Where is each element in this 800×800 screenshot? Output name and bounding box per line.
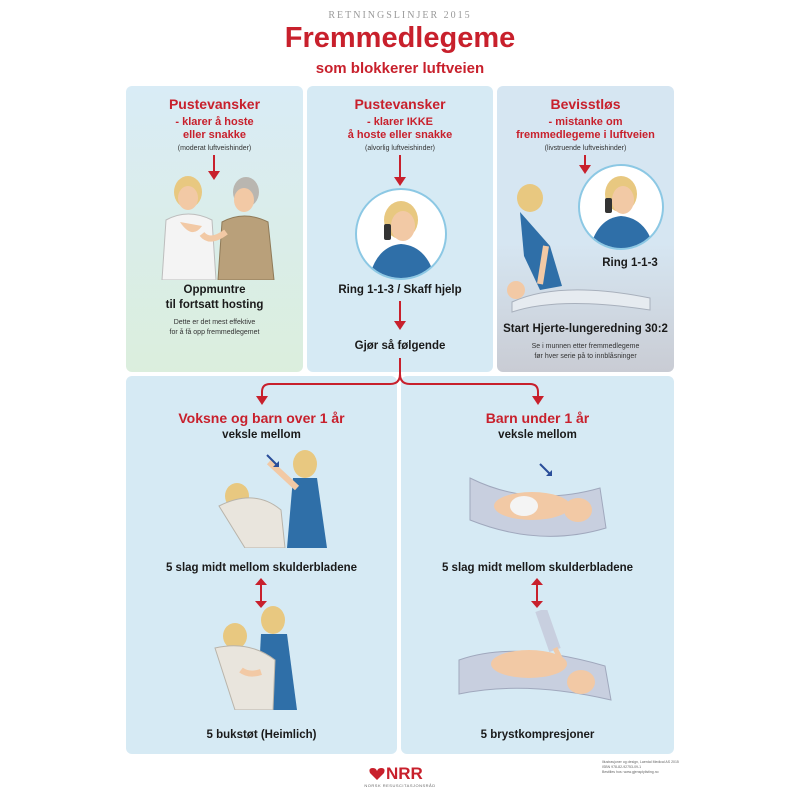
unconscious-sub-1: - mistanke om: [548, 116, 623, 128]
mild-detail-1: Dette er det mest effektive: [173, 319, 256, 326]
arrow-icon: [539, 463, 552, 476]
down-arrow-icon: [394, 301, 406, 330]
down-arrow-icon: [208, 155, 220, 180]
unconscious-action: Start Hjerte-lungeredning 30:2: [503, 323, 668, 335]
colophon-line: Bestilles hos: www.gjensplylisting.no: [602, 770, 659, 774]
adult-step-1: 5 slag midt mellom skulderbladene: [165, 562, 358, 574]
adult-heading: Voksne og barn over 1 år: [178, 410, 345, 426]
unconscious-note: (livstruende luftveishinder): [544, 145, 627, 152]
alternate-arrow-icon: [255, 578, 267, 608]
infant-step-2: 5 brystkompresjoner: [480, 729, 595, 741]
colophon-line: ISBN 978-82-92753-09-1: [602, 765, 642, 769]
unconscious-call: Ring 1-1-3: [602, 257, 658, 269]
infant-sub: veksle mellom: [498, 429, 577, 441]
severe-next: Gjør så følgende: [354, 340, 446, 352]
mild-heading: Pustevansker: [168, 96, 261, 112]
arrow-icon: [266, 454, 279, 467]
adult-sub: veksle mellom: [222, 429, 301, 441]
illustration-phone-call: [578, 164, 664, 250]
panel-infant: [401, 376, 674, 754]
down-arrow-icon: [394, 155, 406, 186]
mild-sub-2: eller snakke: [183, 129, 246, 141]
severe-sub-2: å hoste eller snakke: [347, 129, 453, 141]
page-title: Fremmedlegeme: [284, 22, 516, 54]
severe-sub-1: - klarer IKKE: [366, 116, 434, 128]
illustration-abdominal-thrusts: [214, 606, 297, 710]
mild-action-2: til fortsatt hosting: [165, 299, 264, 311]
nrr-logo: NRR: [386, 764, 423, 783]
mild-sub-1: - klarer å hoste: [175, 116, 254, 128]
colophon: Illustrasjoner og design, Laerdal Medica…: [602, 760, 682, 775]
illustration-coughing-adults: [161, 176, 275, 280]
heart-icon: [369, 768, 385, 780]
infant-step-1: 5 slag midt mellom skulderbladene: [441, 562, 634, 574]
mild-action-1: Oppmuntre: [183, 284, 246, 296]
unconscious-detail-1: Se i munnen etter fremmedlegeme: [531, 343, 640, 350]
adult-step-2: 5 bukstøt (Heimlich): [206, 729, 317, 741]
colophon-line: Illustrasjoner og design, Laerdal Medica…: [602, 760, 679, 764]
panel-mild-obstruction: [126, 86, 303, 372]
illustration-phone-call: [355, 188, 447, 280]
illustration-back-blows-adult: [218, 450, 327, 548]
branch-connector: [256, 358, 544, 405]
illustration-back-blows-infant: [469, 477, 607, 537]
unconscious-sub-2: fremmedlegeme i luftveien: [516, 129, 655, 141]
severe-heading: Pustevansker: [354, 96, 446, 112]
illustration-chest-compressions-infant: [458, 610, 612, 701]
infant-heading: Barn under 1 år: [485, 410, 590, 426]
page-subtitle: som blokkerer luftveien: [315, 60, 485, 77]
unconscious-detail-2: før hver serie på to innblåsninger: [534, 353, 637, 360]
severe-note: (alvorlig luftveishinder): [364, 145, 436, 152]
severe-action: Ring 1-1-3 / Skaff hjelp: [338, 284, 462, 296]
nrr-logo-sub: NORSK RESUSCITASJONSRÅD: [364, 783, 436, 788]
unconscious-heading: Bevisstløs: [550, 96, 621, 112]
alternate-arrow-icon: [531, 578, 543, 608]
mild-detail-2: for å få opp fremmedlegemet: [169, 329, 260, 336]
mild-note: (moderat luftveishinder): [177, 145, 252, 152]
down-arrow-icon: [579, 155, 591, 174]
guideline-kicker: RETNINGSLINJER 2015: [328, 10, 472, 21]
illustration-cpr: [507, 184, 651, 313]
